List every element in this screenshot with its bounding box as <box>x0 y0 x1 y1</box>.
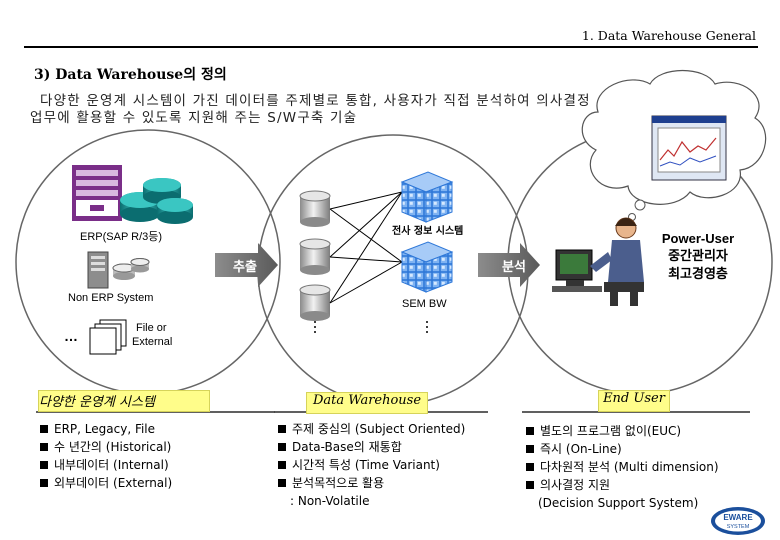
bullet-marker <box>526 481 534 489</box>
extract-label: 추출 <box>233 260 257 275</box>
list-item: 주제 중심의 (Subject Oriented) <box>278 420 465 438</box>
svg-text:SYSTEM: SYSTEM <box>727 524 750 530</box>
list-item: 수 년간의 (Historical) <box>40 438 172 456</box>
left-bullet-list: ERP, Legacy, File 수 년간의 (Historical) 내부데… <box>40 420 172 492</box>
list-item: ERP, Legacy, File <box>40 420 172 438</box>
left-ellipsis: … <box>64 328 78 344</box>
list-item: 내부데이터 (Internal) <box>40 456 172 474</box>
dw-disk-2-icon <box>299 238 331 275</box>
list-item: 외부데이터 (External) <box>40 474 172 492</box>
bullet-marker <box>40 443 48 451</box>
erp-label: ERP(SAP R/3등) <box>80 231 163 243</box>
end-user-figure-icon <box>552 217 644 306</box>
analyze-label: 분석 <box>502 260 526 275</box>
erp-database-icon <box>120 178 193 224</box>
bullet-marker <box>40 461 48 469</box>
non-erp-label: Non ERP System <box>68 292 154 304</box>
sem-bw-label: SEM BW <box>402 298 447 310</box>
left-caption: 다양한 운영계 시스템 <box>38 390 210 412</box>
company-logo: EWARE SYSTEM <box>710 506 766 536</box>
bullet-marker <box>278 443 286 451</box>
report-window-icon <box>651 115 727 181</box>
power-user-label: Power-User <box>661 231 735 246</box>
header-title: 1. Data Warehouse General <box>581 28 756 43</box>
enterprise-info-label: 전사 정보 시스템 <box>392 226 464 237</box>
svg-text:EWARE: EWARE <box>723 513 753 522</box>
enterprise-cube-icon <box>400 171 454 223</box>
dw-disk-3-icon <box>299 284 331 321</box>
dw-connection-lines <box>329 191 403 304</box>
file-stack-icon <box>89 319 127 355</box>
bullet-marker <box>526 463 534 471</box>
file-label-2: External <box>132 336 173 348</box>
dw-ellipsis-dots <box>314 321 428 333</box>
top-management-label: 최고경영층 <box>668 267 728 282</box>
right-caption: End User <box>598 390 670 412</box>
end-user-roles: Power-User 중간관리자 최고경영층 <box>650 230 746 284</box>
header-rule <box>24 46 758 48</box>
list-item: 별도의 프로그램 없이(EUC) <box>526 422 719 440</box>
file-label-1: File or <box>136 322 167 334</box>
list-item-note: (Decision Support System) <box>538 496 699 510</box>
sem-bw-cube-icon <box>400 241 454 293</box>
section-title: 3) Data Warehouse의 정의 <box>34 67 227 83</box>
bullet-marker <box>278 425 286 433</box>
list-item: 의사결정 지원 <box>526 476 719 494</box>
erp-server-icon <box>72 165 122 221</box>
non-erp-server-icon <box>87 251 150 289</box>
bullet-marker <box>526 445 534 453</box>
definition-line-2: 업무에 활용할 수 있도록 지원해 주는 S/W구축 기술 <box>30 110 358 126</box>
list-item: 즉시 (On-Line) <box>526 440 719 458</box>
middle-caption: Data Warehouse <box>306 392 428 414</box>
list-item: 시간적 특성 (Time Variant) <box>278 456 465 474</box>
dw-disk-1-icon <box>299 190 331 227</box>
bullet-marker <box>40 479 48 487</box>
bullet-marker <box>278 479 286 487</box>
bullet-marker <box>526 427 534 435</box>
list-item: 다차원적 분석 (Multi dimension) <box>526 458 719 476</box>
definition-line-1: 다양한 운영계 시스템이 가진 데이터를 주제별로 통합, 사용자가 직접 분석… <box>40 93 591 109</box>
list-item: Data-Base의 재통합 <box>278 438 465 456</box>
list-item: 분석목적으로 활용 <box>278 474 465 492</box>
extract-arrow <box>215 243 278 287</box>
bullet-marker <box>278 461 286 469</box>
analyze-arrow <box>478 243 540 287</box>
list-item-note: : Non-Volatile <box>290 494 370 508</box>
right-bullet-list: 별도의 프로그램 없이(EUC) 즉시 (On-Line) 다차원적 분석 (M… <box>526 422 719 512</box>
middle-bullet-list: 주제 중심의 (Subject Oriented) Data-Base의 재통합… <box>278 420 465 510</box>
bullet-marker <box>40 425 48 433</box>
middle-manager-label: 중간관리자 <box>668 249 728 264</box>
